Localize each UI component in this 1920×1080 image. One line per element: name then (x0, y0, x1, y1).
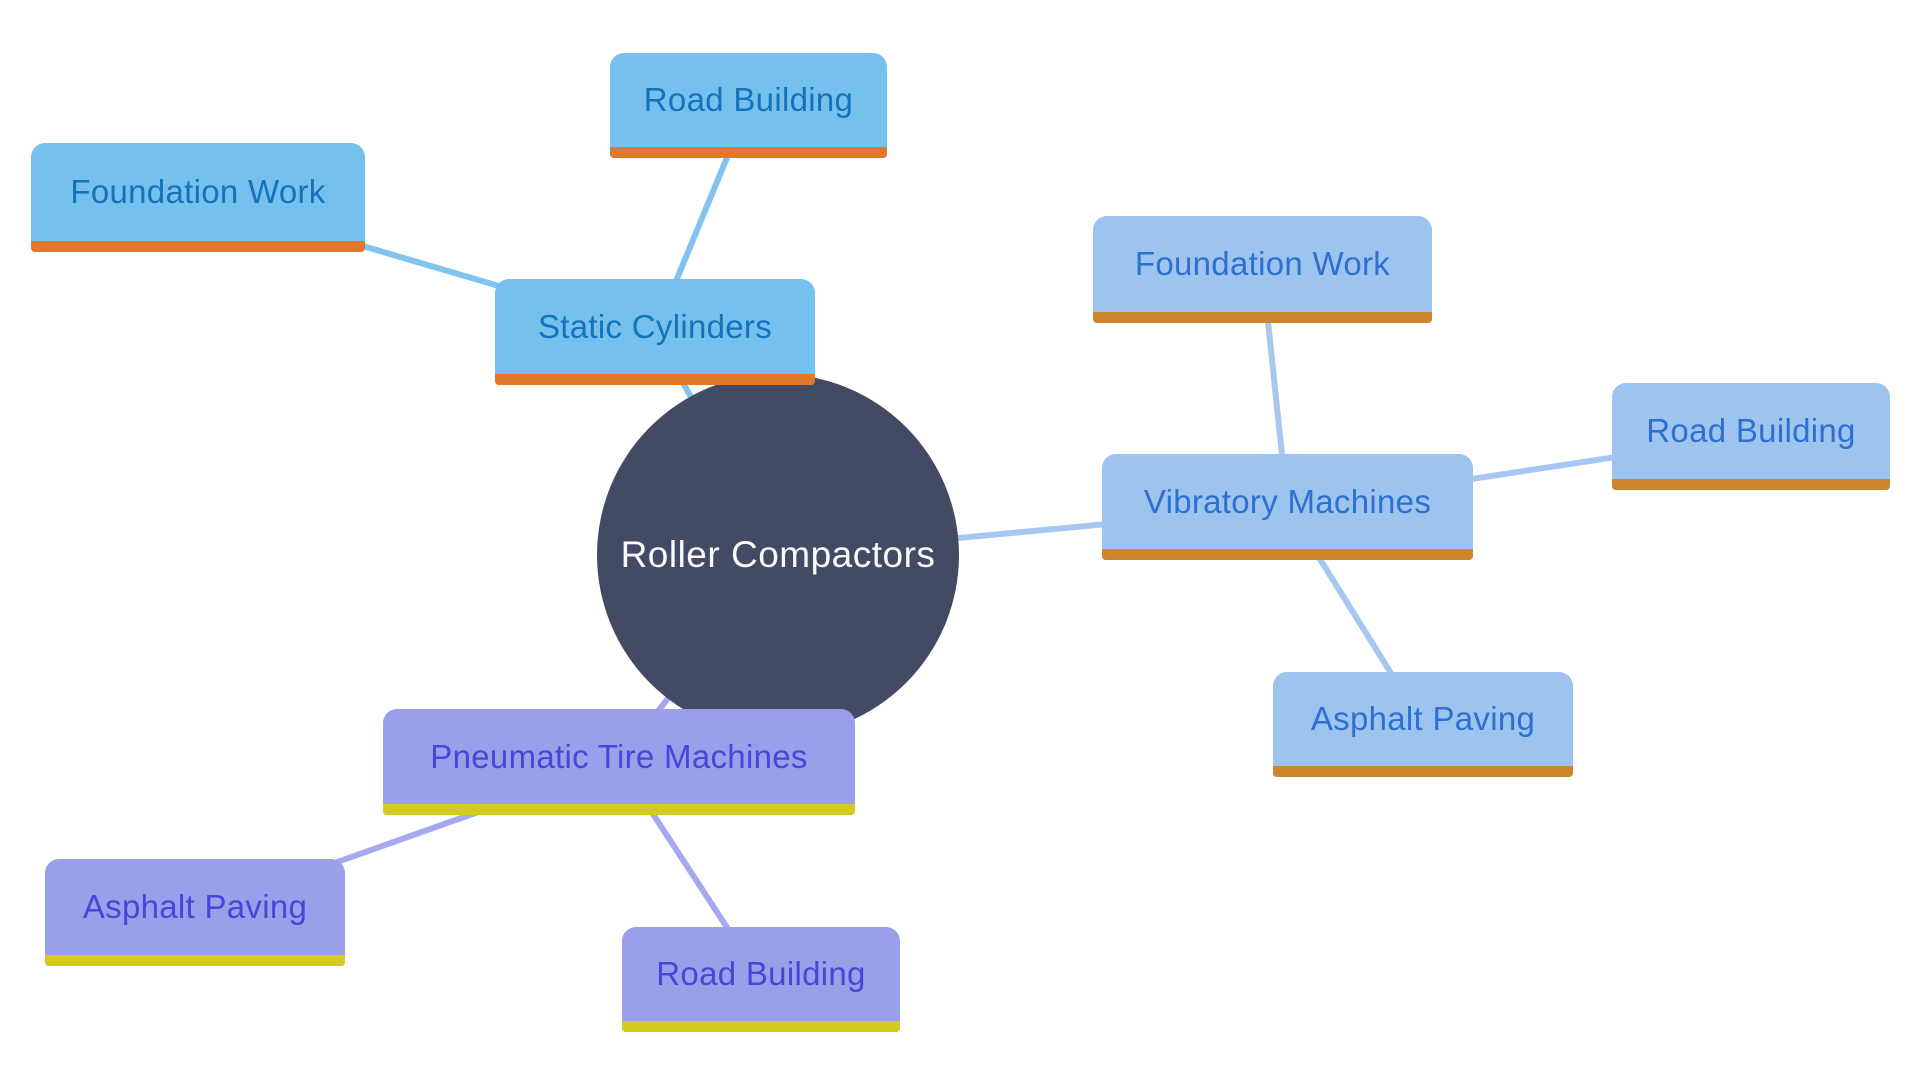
node-road-building-bottom[interactable]: Road Building (622, 927, 900, 1032)
node-label: Static Cylinders (537, 307, 773, 345)
node-label: Asphalt Paving (82, 888, 308, 925)
node-label: Pneumatic Tire Machines (430, 737, 808, 775)
node-accent-bar (383, 804, 855, 815)
node-vibratory-machines[interactable]: Vibratory Machines (1102, 454, 1473, 560)
node-static-cylinders[interactable]: Static Cylinders (495, 279, 815, 385)
node-label: Vibratory Machines (1143, 482, 1432, 520)
node-accent-bar (622, 1021, 900, 1032)
node-foundation-work-left[interactable]: Foundation Work (31, 143, 365, 252)
node-accent-bar (1612, 479, 1890, 490)
node-accent-bar (31, 241, 365, 252)
node-road-building-right[interactable]: Road Building (1612, 383, 1890, 490)
node-road-building-top[interactable]: Road Building (610, 53, 887, 158)
node-foundation-work-right[interactable]: Foundation Work (1093, 216, 1432, 323)
node-accent-bar (610, 147, 887, 158)
node-label: Road Building (643, 81, 854, 118)
central-node-label: Roller Compactors (620, 534, 936, 575)
central-node-roller-compactors[interactable]: Roller Compactors (597, 374, 959, 736)
node-label: Road Building (1646, 412, 1856, 449)
node-pneumatic-tire-machines[interactable]: Pneumatic Tire Machines (383, 709, 855, 815)
node-asphalt-paving-bottom[interactable]: Asphalt Paving (45, 859, 345, 966)
node-accent-bar (1093, 312, 1432, 323)
node-label: Foundation Work (1134, 245, 1391, 282)
node-accent-bar (495, 374, 815, 385)
node-asphalt-paving-right[interactable]: Asphalt Paving (1273, 672, 1573, 777)
node-label: Road Building (656, 955, 866, 992)
node-accent-bar (1102, 549, 1473, 560)
node-label: Asphalt Paving (1310, 700, 1536, 737)
node-label: Foundation Work (70, 173, 326, 210)
node-accent-bar (45, 955, 345, 966)
node-accent-bar (1273, 766, 1573, 777)
